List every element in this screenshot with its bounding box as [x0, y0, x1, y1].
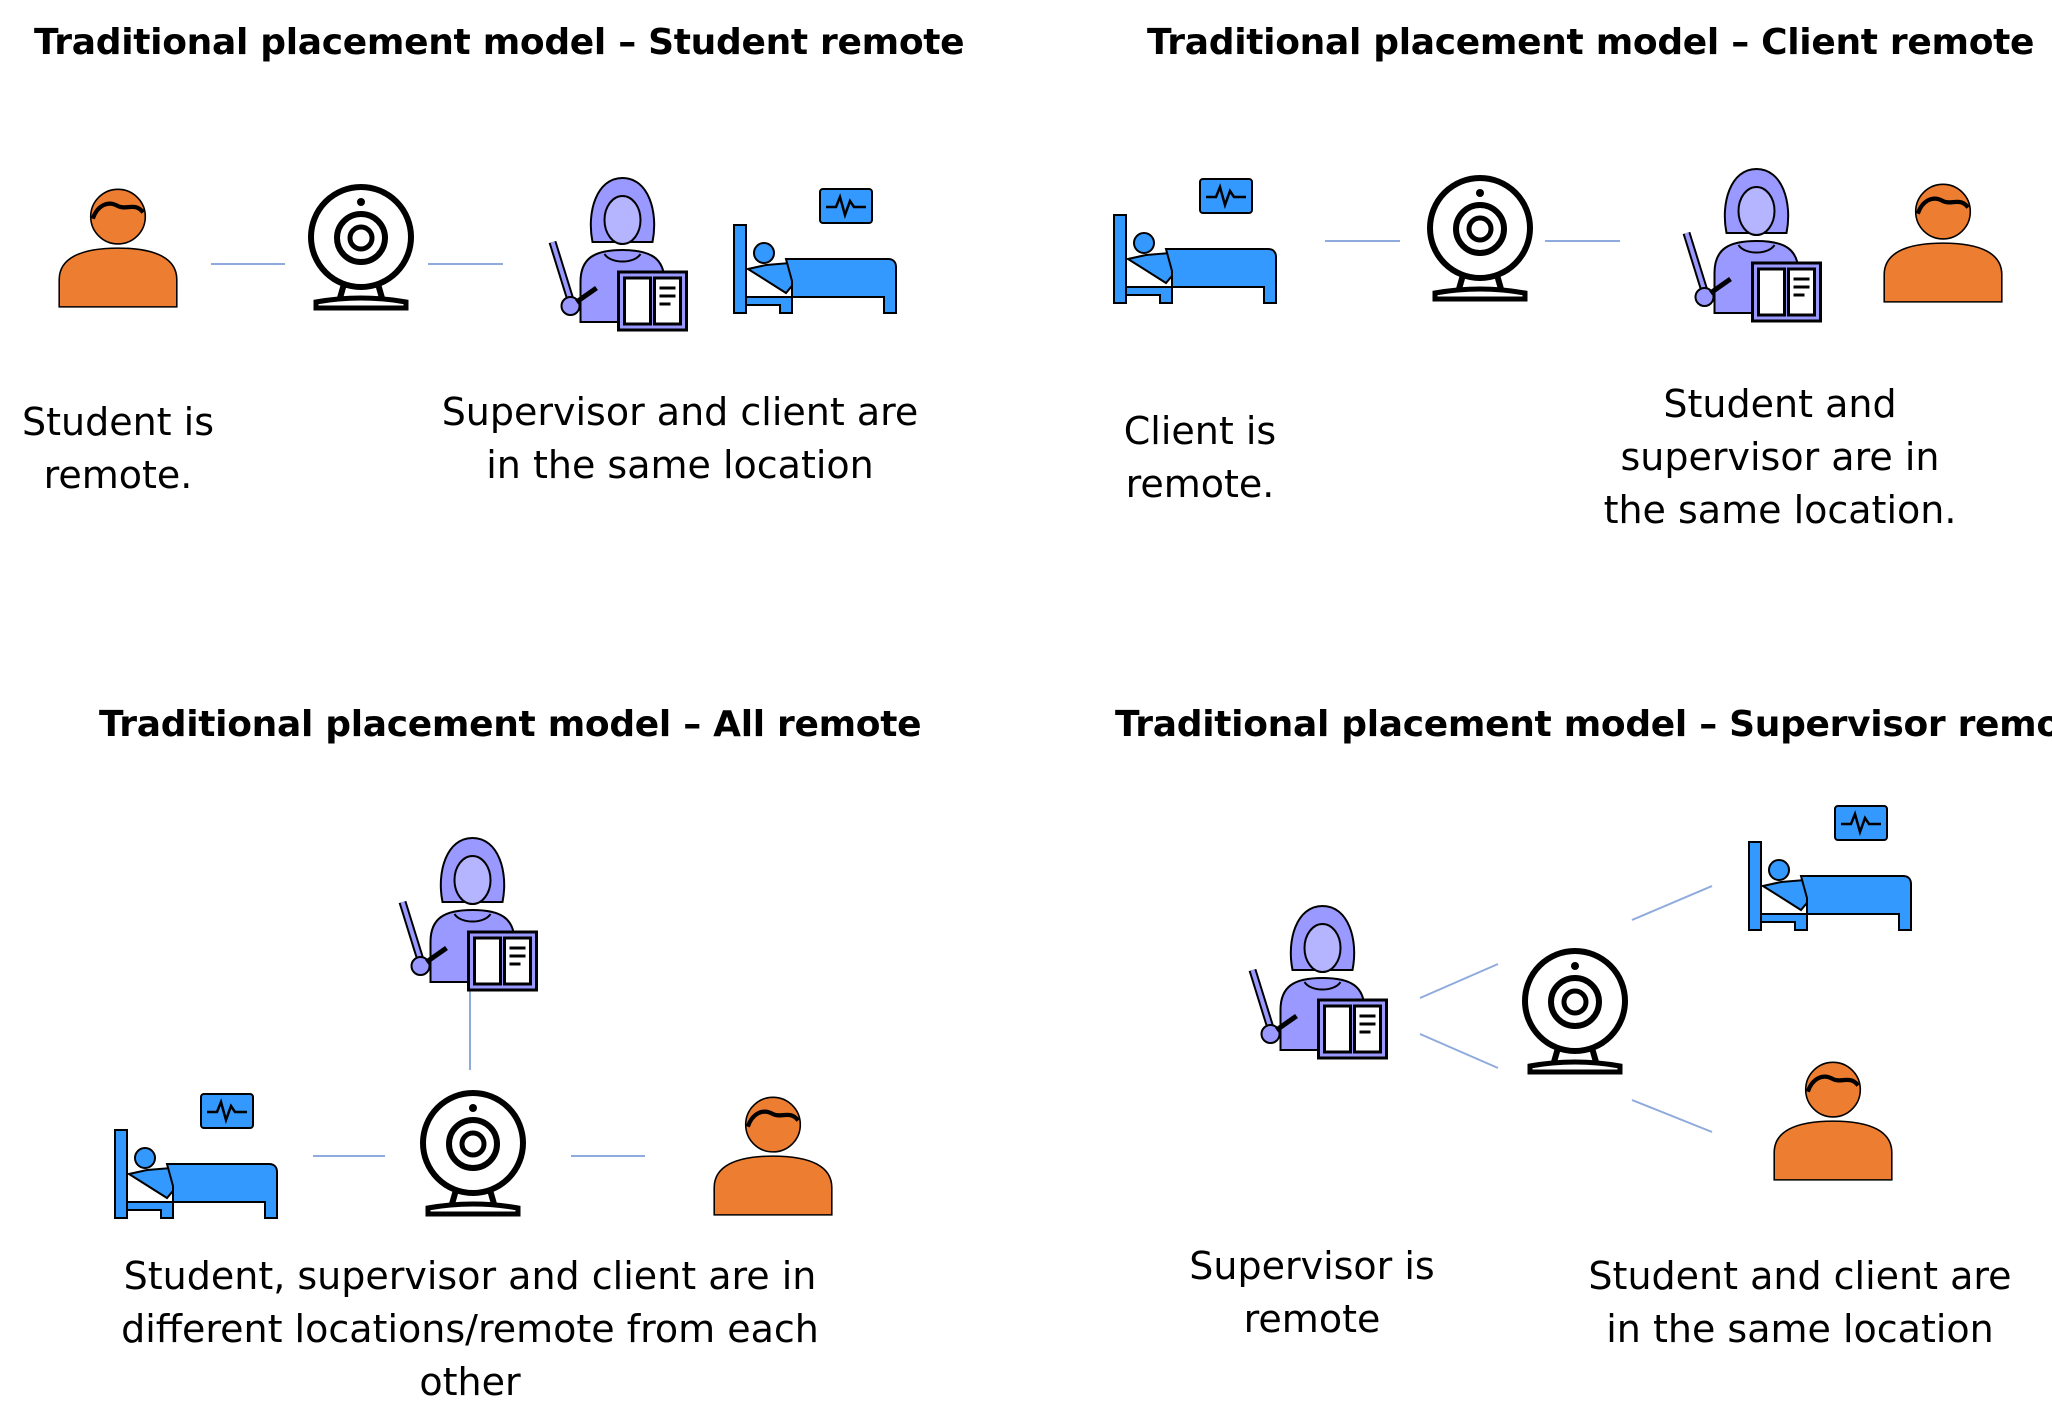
hospital-bed-icon	[1745, 802, 1915, 932]
connector-line	[1419, 963, 1499, 999]
panel-title-all-remote: Traditional placement model – All remote	[99, 704, 922, 745]
hospital-bed-icon	[111, 1090, 281, 1220]
panel-title-client-remote: Traditional placement model – Client rem…	[1147, 22, 2035, 63]
connector-line	[1419, 1033, 1499, 1069]
student-icon	[55, 180, 181, 312]
webcam-icon	[1425, 173, 1535, 303]
hospital-bed-icon	[1110, 175, 1280, 305]
caption-student-client-same-location: Student and client are in the same locat…	[1588, 1254, 2012, 1351]
caption-client-remote: Client is remote.	[1123, 409, 1277, 506]
webcam-icon	[1520, 946, 1630, 1076]
caption-supervisor-client-same-location: Supervisor and client are in the same lo…	[441, 390, 919, 487]
connector-line	[1631, 1099, 1713, 1133]
webcam-icon	[418, 1088, 528, 1218]
supervisor-icon	[388, 832, 543, 992]
panel-title-supervisor-remote: Traditional placement model – Supervisor…	[1115, 704, 2052, 745]
webcam-icon	[306, 182, 416, 312]
caption-all-remote: Student, supervisor and client are in di…	[121, 1254, 819, 1404]
supervisor-icon	[1672, 163, 1827, 323]
caption-student-remote: Student is remote.	[21, 400, 215, 497]
panel-title-student-remote: Traditional placement model – Student re…	[34, 22, 965, 63]
student-icon	[710, 1088, 836, 1220]
hospital-bed-icon	[730, 185, 900, 315]
supervisor-icon	[1238, 900, 1393, 1060]
student-icon	[1770, 1053, 1896, 1185]
student-icon	[1880, 175, 2006, 307]
connector-line	[1631, 885, 1713, 921]
caption-student-supervisor-same-location: Student and supervisor are in the same l…	[1603, 382, 1957, 532]
supervisor-icon	[538, 172, 693, 332]
caption-supervisor-remote: Supervisor is remote	[1189, 1244, 1435, 1341]
